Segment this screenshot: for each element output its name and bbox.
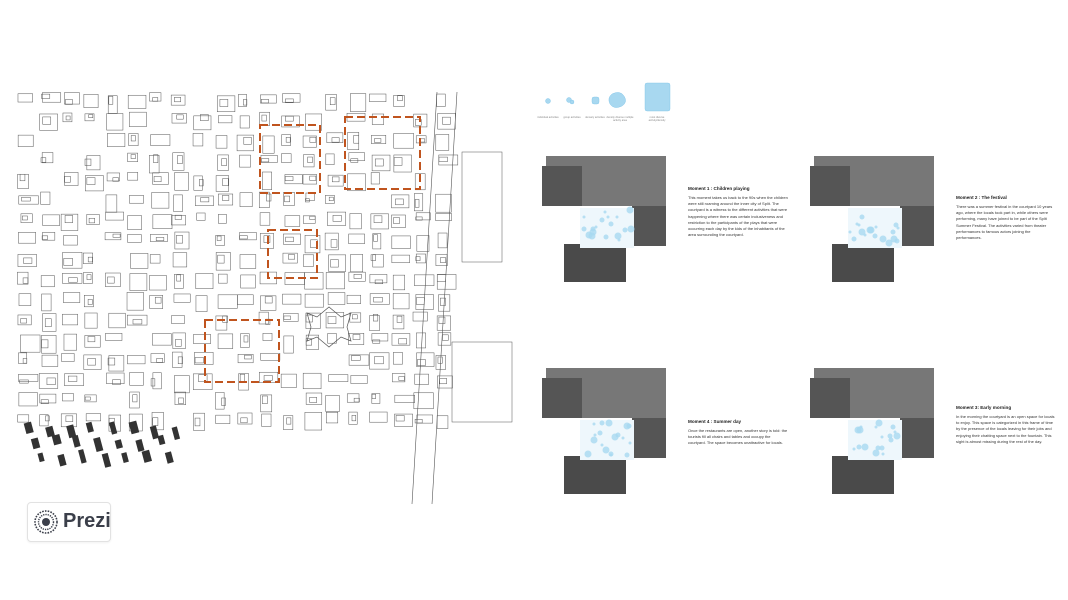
moment-text: In the morning the courtyard is an open …	[956, 414, 1055, 444]
moment-title: Moment 4 : Summer day	[688, 419, 742, 424]
prezi-badge[interactable]: Prezi	[27, 502, 111, 542]
moment-text: This moment takes us back to the 90s whe…	[688, 195, 788, 238]
map-drawing	[17, 92, 513, 504]
courtyard-aerial-image	[542, 368, 666, 494]
prezi-wordmark: Prezi	[63, 510, 111, 532]
moment-1-panel: Moment 1 : Children playing This moment …	[542, 152, 788, 302]
legend-symbol-individual	[545, 98, 551, 104]
legend-symbol-diverse	[608, 92, 626, 108]
moment-title: Moment 1 : Children playing	[688, 186, 750, 191]
moment-2-panel: Moment 2 : The festival There was a summ…	[810, 152, 1052, 302]
courtyard-aerial-image	[810, 156, 934, 282]
moment-3-panel: Moment 3: Early morning In the morning t…	[810, 364, 1055, 514]
activity-legend: individual activities group activities d…	[537, 82, 692, 128]
legend-label: densely activities	[585, 116, 605, 119]
legend-label: group activities	[563, 116, 581, 119]
legend-symbol-group	[566, 97, 575, 105]
courtyard-aerial-image	[810, 368, 934, 494]
building-footprints	[17, 92, 459, 432]
moment-title: Moment 2 : The festival	[956, 195, 1007, 200]
legend-label: individual activities	[537, 116, 559, 119]
legend-symbol-dense	[591, 96, 600, 105]
moment-text: There was a summer festival in the court…	[956, 204, 1053, 241]
legend-symbol-most-diverse	[644, 82, 671, 112]
legend-symbols	[545, 82, 671, 112]
city-map	[17, 92, 527, 504]
prezi-logo-icon	[34, 510, 58, 534]
legend-label: most diverse activity/density	[648, 116, 666, 122]
moment-text: Once the restaurants are open, another s…	[688, 428, 788, 446]
highlight-frames	[204, 116, 421, 383]
courtyard-aerial-image	[542, 156, 666, 282]
legend-label: density diverse multiple activity area	[606, 116, 634, 122]
dark-buildings	[23, 420, 181, 468]
moment-4-panel: Moment 4 : Summer day Once the restauran…	[542, 364, 787, 514]
moment-title: Moment 3: Early morning	[956, 405, 1012, 410]
